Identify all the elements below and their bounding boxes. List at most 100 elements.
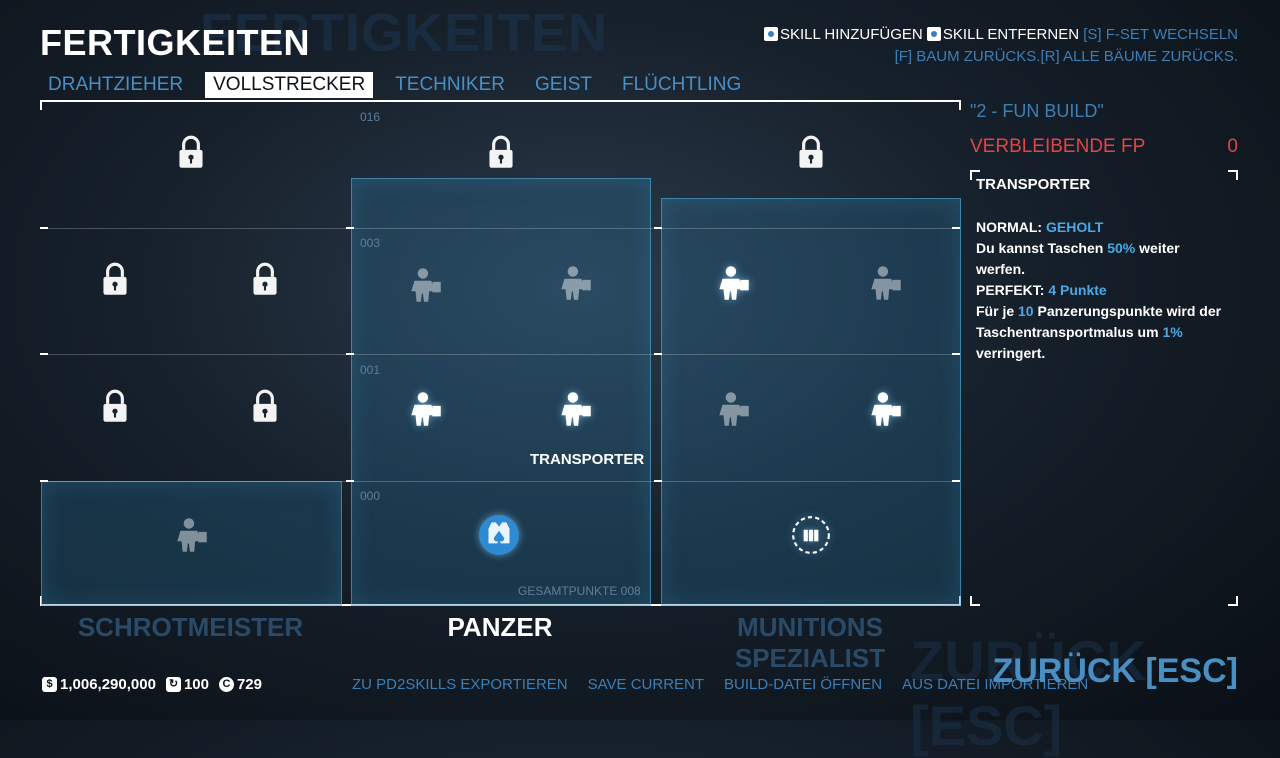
skill-tree-tabs: DRAHTZIEHER VOLLSTRECKER TECHNIKER GEIST… xyxy=(40,72,763,98)
skill-panzer-tier2-left[interactable] xyxy=(400,260,450,310)
skill-perfect-description: PERFEKT: 4 Punkte Für je 10 Panzerungspu… xyxy=(976,280,1232,364)
tier-divider xyxy=(42,481,959,482)
save-current-button[interactable]: SAVE CURRENT xyxy=(587,676,705,693)
total-points-label: GESAMTPUNKTE 008 xyxy=(518,584,641,598)
subtree-munitions-spezialist[interactable]: MUNITIONS SPEZIALIST xyxy=(734,612,886,673)
hint-reset-all: [R] ALLE BÄUME ZURÜCKS. xyxy=(1040,48,1238,65)
panel-corner xyxy=(970,596,980,606)
skill-panzer-tier1-left[interactable] xyxy=(400,384,450,434)
skill-transporter[interactable] xyxy=(550,384,600,434)
skill-lock-icon[interactable] xyxy=(166,128,216,178)
skill-panzer-basic[interactable] xyxy=(474,510,524,560)
tier-label: 001 xyxy=(360,363,381,377)
shotgun-impact-icon xyxy=(170,514,212,556)
skill-lock-icon[interactable] xyxy=(240,382,290,432)
panel-corner xyxy=(970,170,980,180)
tree-frame-corner xyxy=(959,100,961,110)
lock-icon xyxy=(790,132,832,174)
lock-icon xyxy=(170,132,212,174)
skill-munitions-basic[interactable] xyxy=(786,510,836,560)
tab-drahtzieher[interactable]: DRAHTZIEHER xyxy=(48,74,184,95)
enforcer-safe-icon xyxy=(404,388,446,430)
skill-points-icon: ↻ xyxy=(165,677,181,692)
tab-fluechtling[interactable]: FLÜCHTLING xyxy=(621,74,742,95)
hint-remove-skill: SKILL ENTFERNEN xyxy=(942,26,1080,43)
perfect-value: 1% xyxy=(1162,324,1183,340)
enforcer-icon xyxy=(404,264,446,306)
tier-tick xyxy=(952,227,960,229)
skill-munitions-tier2-right[interactable] xyxy=(860,258,910,308)
hint-switch-set: [S] F-SET WECHSELN xyxy=(1083,26,1238,43)
mouse-left-icon xyxy=(763,27,778,41)
tier-tick xyxy=(654,480,662,482)
bag-throw-icon xyxy=(554,388,596,430)
grenade-thrower-icon xyxy=(864,262,906,304)
tier-tick xyxy=(40,480,48,482)
control-hints: SKILL HINZUFÜGEN SKILL ENTFERNEN [S] F-S… xyxy=(763,24,1238,68)
money-display: $1,006,290,000 xyxy=(42,676,156,693)
tier-tick xyxy=(346,480,354,482)
perfect-text: verringert. xyxy=(976,345,1046,361)
skill-shotgun-basic[interactable] xyxy=(166,510,216,560)
back-button[interactable]: ZURÜCK [ESC] xyxy=(992,652,1238,690)
tab-techniker[interactable]: TECHNIKER xyxy=(395,74,505,95)
perfect-status: 4 Punkte xyxy=(1048,282,1107,298)
lock-icon xyxy=(94,386,136,428)
perfect-value: 10 xyxy=(1018,303,1034,319)
panel-corner xyxy=(1228,170,1238,180)
tier-tick xyxy=(952,353,960,355)
skill-info-title: TRANSPORTER xyxy=(976,176,1091,193)
skill-points-display: ↻100 xyxy=(165,676,209,693)
build-name: "2 - FUN BUILD" xyxy=(970,101,1104,121)
open-build-file-button[interactable]: BUILD-DATEI ÖFFNEN xyxy=(724,676,883,693)
gunner-icon xyxy=(712,388,754,430)
skill-panzer-tier2-right[interactable] xyxy=(550,258,600,308)
tier-tick xyxy=(346,353,354,355)
tier-tick xyxy=(40,353,48,355)
skill-munitions-tier1-left[interactable] xyxy=(708,384,758,434)
build-actions: ZU PD2SKILLS EXPORTIEREN SAVE CURRENT BU… xyxy=(352,676,1088,693)
subtree-schrotmeister[interactable]: SCHROTMEISTER xyxy=(77,612,304,642)
skill-munitions-tier1-right[interactable] xyxy=(860,384,910,434)
tier-tick xyxy=(40,227,48,229)
skill-normal-description: NORMAL: GEHOLT Du kannst Taschen 50% wei… xyxy=(976,217,1232,280)
skill-lock-icon[interactable] xyxy=(90,382,140,432)
background-ghost-title: FERTIGKEITEN xyxy=(200,3,609,63)
ammo-crate-icon xyxy=(712,262,754,304)
coin-icon: C xyxy=(218,677,234,692)
normal-status: GEHOLT xyxy=(1046,219,1104,235)
background-ghost-back: ZURÜCK [ESC] xyxy=(910,629,1147,757)
ammo-bag-icon xyxy=(790,514,832,556)
armor-vest-icon xyxy=(478,514,520,556)
skill-label-transporter: TRANSPORTER xyxy=(530,451,645,468)
skull-icon xyxy=(554,262,596,304)
skill-info-panel: TRANSPORTER NORMAL: GEHOLT Du kannst Tas… xyxy=(970,170,1238,606)
hint-add-skill: SKILL HINZUFÜGEN xyxy=(779,26,923,43)
tier-divider xyxy=(42,354,959,355)
skill-munitions-tier2-left[interactable] xyxy=(708,258,758,308)
page-title: FERTIGKEITEN xyxy=(40,22,311,63)
saw-icon xyxy=(864,388,906,430)
export-pd2skills-button[interactable]: ZU PD2SKILLS EXPORTIEREN xyxy=(352,676,568,693)
coins-value: 729 xyxy=(236,676,262,693)
lock-icon xyxy=(480,132,522,174)
tab-geist[interactable]: GEIST xyxy=(534,74,592,95)
perfect-text: Panzerungspunkte wird der Taschentranspo… xyxy=(976,303,1222,340)
perfect-label: PERFEKT: xyxy=(976,282,1045,298)
tier-label: 016 xyxy=(360,110,381,124)
tab-vollstrecker[interactable]: VOLLSTRECKER xyxy=(205,72,374,98)
tier-tick xyxy=(654,227,662,229)
skill-lock-icon[interactable] xyxy=(90,255,140,305)
skill-lock-icon[interactable] xyxy=(476,128,526,178)
skill-lock-icon[interactable] xyxy=(786,128,836,178)
import-file-button[interactable]: AUS DATEI IMPORTIEREN xyxy=(902,676,1089,693)
tier-label: 003 xyxy=(360,236,381,250)
lock-icon xyxy=(244,386,286,428)
skill-lock-icon[interactable] xyxy=(240,255,290,305)
remaining-points-value: 0 xyxy=(1227,136,1238,157)
normal-text: weiter werfen. xyxy=(976,240,1180,277)
subtree-panzer[interactable]: PANZER xyxy=(447,612,553,642)
tier-label: 000 xyxy=(360,489,381,503)
remaining-points-label: VERBLEIBENDE FP xyxy=(970,136,1146,157)
